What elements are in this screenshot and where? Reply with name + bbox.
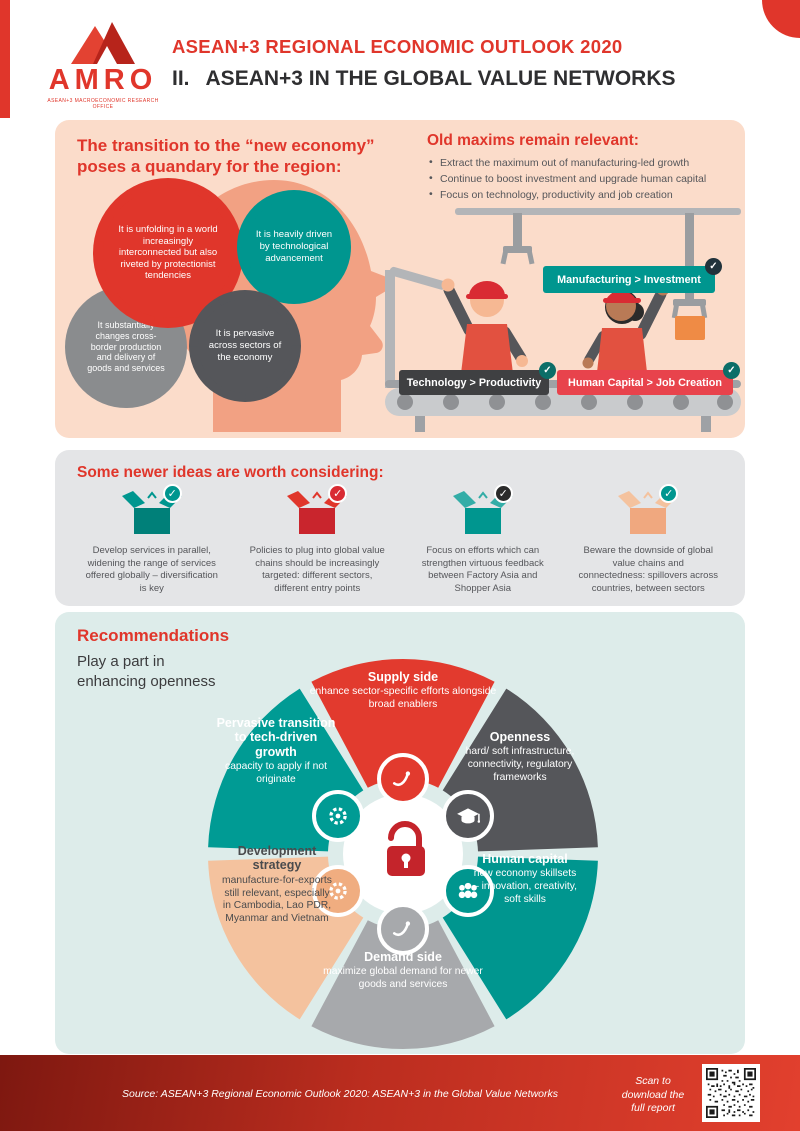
old-maxims-block: Old maxims remain relevant: Extract the … [427,132,741,205]
maxim-item: Extract the maximum out of manufacturing… [427,156,741,169]
tech-gear-icon [312,790,364,842]
recommendations-subheading: Play a part in enhancing openness [77,653,216,690]
idea-text: Beware the downside of global value chai… [578,545,718,595]
badge-label: Technology > Productivity [406,376,542,389]
robot-arm-icon [500,213,535,265]
amro-logo: AMRO ASEAN+3 MACROECONOMIC RESEARCH OFFI… [40,20,166,110]
idea-text: Policies to plug into global value chain… [249,545,385,595]
people-icon [442,865,494,917]
graduation-cap-icon [442,790,494,842]
idea-text: Focus on efforts which can strengthen vi… [421,545,544,595]
badge-label: Human Capital > Job Creation [568,376,722,389]
robot-arm-icon [671,213,708,319]
open-box-icon: ✓ [285,484,349,538]
crate-icon [675,316,705,340]
recommendations-panel: Recommendations Play a part in enhancing… [55,612,745,1054]
footer: Source: ASEAN+3 Regional Economic Outloo… [0,1055,800,1131]
growth-curve-icon [377,753,429,805]
section-number: II. [172,67,190,90]
amro-logo-mark [71,22,135,64]
check-icon: ✓ [162,484,182,503]
check-icon: ✓ [705,258,722,275]
gear-technology: It is heavily driven by technological ad… [237,190,351,304]
maxims-heading: Old maxims remain relevant: [427,132,639,149]
factory-illustration [385,208,741,432]
check-icon: ✓ [493,484,513,503]
amro-logo-text: AMRO [48,64,158,96]
factory-scene [385,208,741,432]
scan-note: Scan to download the full report [621,1075,685,1115]
header-titles: ASEAN+3 REGIONAL ECONOMIC OUTLOOK 2020 I… [172,36,742,91]
maxim-item: Continue to boost investment and upgrade… [427,172,741,185]
machine-post [385,266,446,388]
head-gears-illustration: It substantially changes cross-border pr… [65,174,415,432]
idea-item-downside: ✓ Beware the downside of global value ch… [566,484,732,596]
open-padlock-icon [387,821,425,876]
left-accent-bar [0,0,10,118]
newer-ideas-panel: Some newer ideas are worth considering: … [55,450,745,606]
idea-item-policies: ✓ Policies to plug into global value cha… [235,484,401,596]
segment-text-development: Development strategy manufacture-for-exp… [222,844,332,925]
quandary-maxims-panel: The transition to the “new economy” pose… [55,120,745,438]
open-box-icon: ✓ [120,484,184,538]
maxims-list: Extract the maximum out of manufacturing… [427,156,741,201]
open-box-icon: ✓ [616,484,680,538]
badge-label: Manufacturing > Investment [557,273,701,286]
check-icon: ✓ [723,362,740,379]
section-title: II. ASEAN+3 IN THE GLOBAL VALUE NETWORKS [172,67,742,91]
amro-logo-tagline: ASEAN+3 MACROECONOMIC RESEARCH OFFICE [47,98,159,110]
badge-technology-productivity: Technology > Productivity ✓ [399,362,556,395]
gear-pervasive: It is pervasive across sectors of the ec… [189,290,301,402]
idea-item-services: ✓ Develop services in parallel, widening… [69,484,235,596]
check-icon: ✓ [328,484,348,503]
recommendations-heading: Recommendations [77,626,230,645]
segment-text-supply: Supply side enhance sector-specific effo… [309,670,497,711]
segment-text-openness: Openness hard/ soft infrastructure, conn… [465,730,575,784]
recommendations-wheel: Supply side enhance sector-specific effo… [203,654,603,1054]
open-box-icon: ✓ [451,484,515,538]
maxim-item: Focus on technology, productivity and jo… [427,188,741,201]
chart-curve-icon [377,903,429,955]
badge-manufacturing-investment: Manufacturing > Investment ✓ [543,258,722,293]
ideas-heading: Some newer ideas are worth considering: [77,464,384,481]
qr-code [702,1064,760,1122]
gear-icon [312,865,364,917]
idea-text: Develop services in parallel, widening t… [85,545,218,595]
top-right-accent [762,0,800,38]
source-note: Source: ASEAN+3 Regional Economic Outloo… [122,1088,558,1100]
segment-text-demand: Demand side maximize global demand for n… [323,950,483,991]
ideas-row: ✓ Develop services in parallel, widening… [69,484,732,596]
idea-item-feedback: ✓ Focus on efforts which can strengthen … [400,484,566,596]
segment-demand-side [311,920,495,1050]
segment-text-human-capital: Human capital new economy skillsets – in… [473,852,577,906]
segment-text-pervasive: Pervasive transition to tech-driven grow… [216,716,336,785]
check-icon: ✓ [659,484,679,503]
quandary-heading: The transition to the “new economy” pose… [77,136,375,177]
badge-humancapital-jobcreation: Human Capital > Job Creation ✓ [557,362,740,395]
section-title-text: ASEAN+3 IN THE GLOBAL VALUE NETWORKS [205,67,676,90]
check-icon: ✓ [539,362,556,379]
segment-supply-side [311,658,495,788]
report-title: ASEAN+3 REGIONAL ECONOMIC OUTLOOK 2020 [172,36,623,57]
